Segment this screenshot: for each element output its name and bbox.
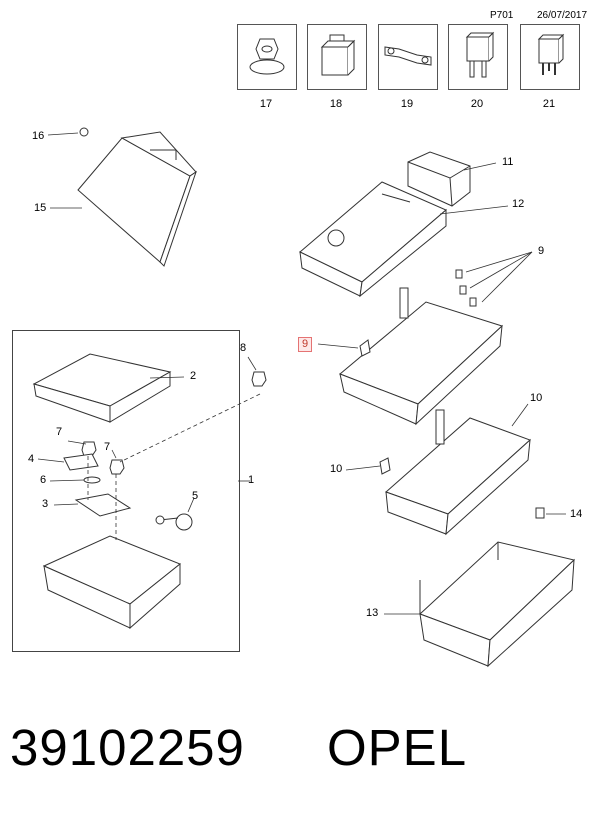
callout-10-top: 10 xyxy=(530,392,543,404)
callout-2: 2 xyxy=(190,370,197,382)
base-tray-13 xyxy=(419,541,576,668)
strip-fuse-icon xyxy=(384,46,432,66)
maxi-fuse-icon xyxy=(320,34,356,76)
relay-icon xyxy=(537,33,565,75)
callout-9-highlighted: 9 xyxy=(298,337,313,352)
nut-8 xyxy=(251,371,267,387)
brand-name: OPEL xyxy=(327,719,468,776)
cable-terminal-5 xyxy=(155,513,193,531)
lower-housing xyxy=(42,535,181,630)
cover-panel-15 xyxy=(77,127,197,267)
part-number-19: 19 xyxy=(400,98,414,110)
callout-16: 16 xyxy=(32,130,45,142)
nut-icon xyxy=(249,38,285,75)
callout-9: 9 xyxy=(538,245,545,257)
callout-8: 8 xyxy=(240,342,247,354)
drawing-code: P701 xyxy=(490,10,514,21)
cap-11 xyxy=(407,151,471,207)
callout-13: 13 xyxy=(366,607,379,619)
callout-10-bottom: 10 xyxy=(330,463,343,475)
callout-6: 6 xyxy=(40,474,47,486)
callout-3: 3 xyxy=(42,498,49,510)
part-tile-20 xyxy=(448,24,508,90)
callout-4: 4 xyxy=(28,453,35,465)
terminal-plate-3 xyxy=(74,493,132,517)
drawing-date: 26/07/2017 xyxy=(537,10,588,21)
part-number-18: 18 xyxy=(329,98,343,110)
part-number-17: 17 xyxy=(259,98,273,110)
part-tile-21 xyxy=(520,24,580,90)
part-tile-19 xyxy=(378,24,438,90)
main-lid-12 xyxy=(299,181,447,298)
part-tile-18 xyxy=(307,24,367,90)
callout-7-left: 7 xyxy=(56,426,63,438)
clip-14 xyxy=(535,507,545,519)
callout-1: 1 xyxy=(248,474,255,486)
part-number: 39102259 xyxy=(10,719,245,776)
nut-7a xyxy=(81,441,97,457)
callout-14: 14 xyxy=(570,508,583,520)
part-number-20: 20 xyxy=(470,98,484,110)
fuse-block-10 xyxy=(379,409,531,536)
callout-12: 12 xyxy=(512,198,525,210)
fuse-block-9 xyxy=(339,269,503,426)
callout-15: 15 xyxy=(34,202,47,214)
blade-fuse-icon xyxy=(465,31,495,78)
exploded-view-frame xyxy=(12,330,240,652)
part-number-21: 21 xyxy=(542,98,556,110)
callout-5: 5 xyxy=(192,490,199,502)
callout-7-right: 7 xyxy=(104,441,111,453)
busbar-4 xyxy=(63,453,99,471)
nut-7b xyxy=(109,459,125,475)
washer-6 xyxy=(83,476,101,484)
callout-11: 11 xyxy=(502,156,514,168)
lid-2 xyxy=(32,353,172,423)
part-tile-17 xyxy=(237,24,297,90)
